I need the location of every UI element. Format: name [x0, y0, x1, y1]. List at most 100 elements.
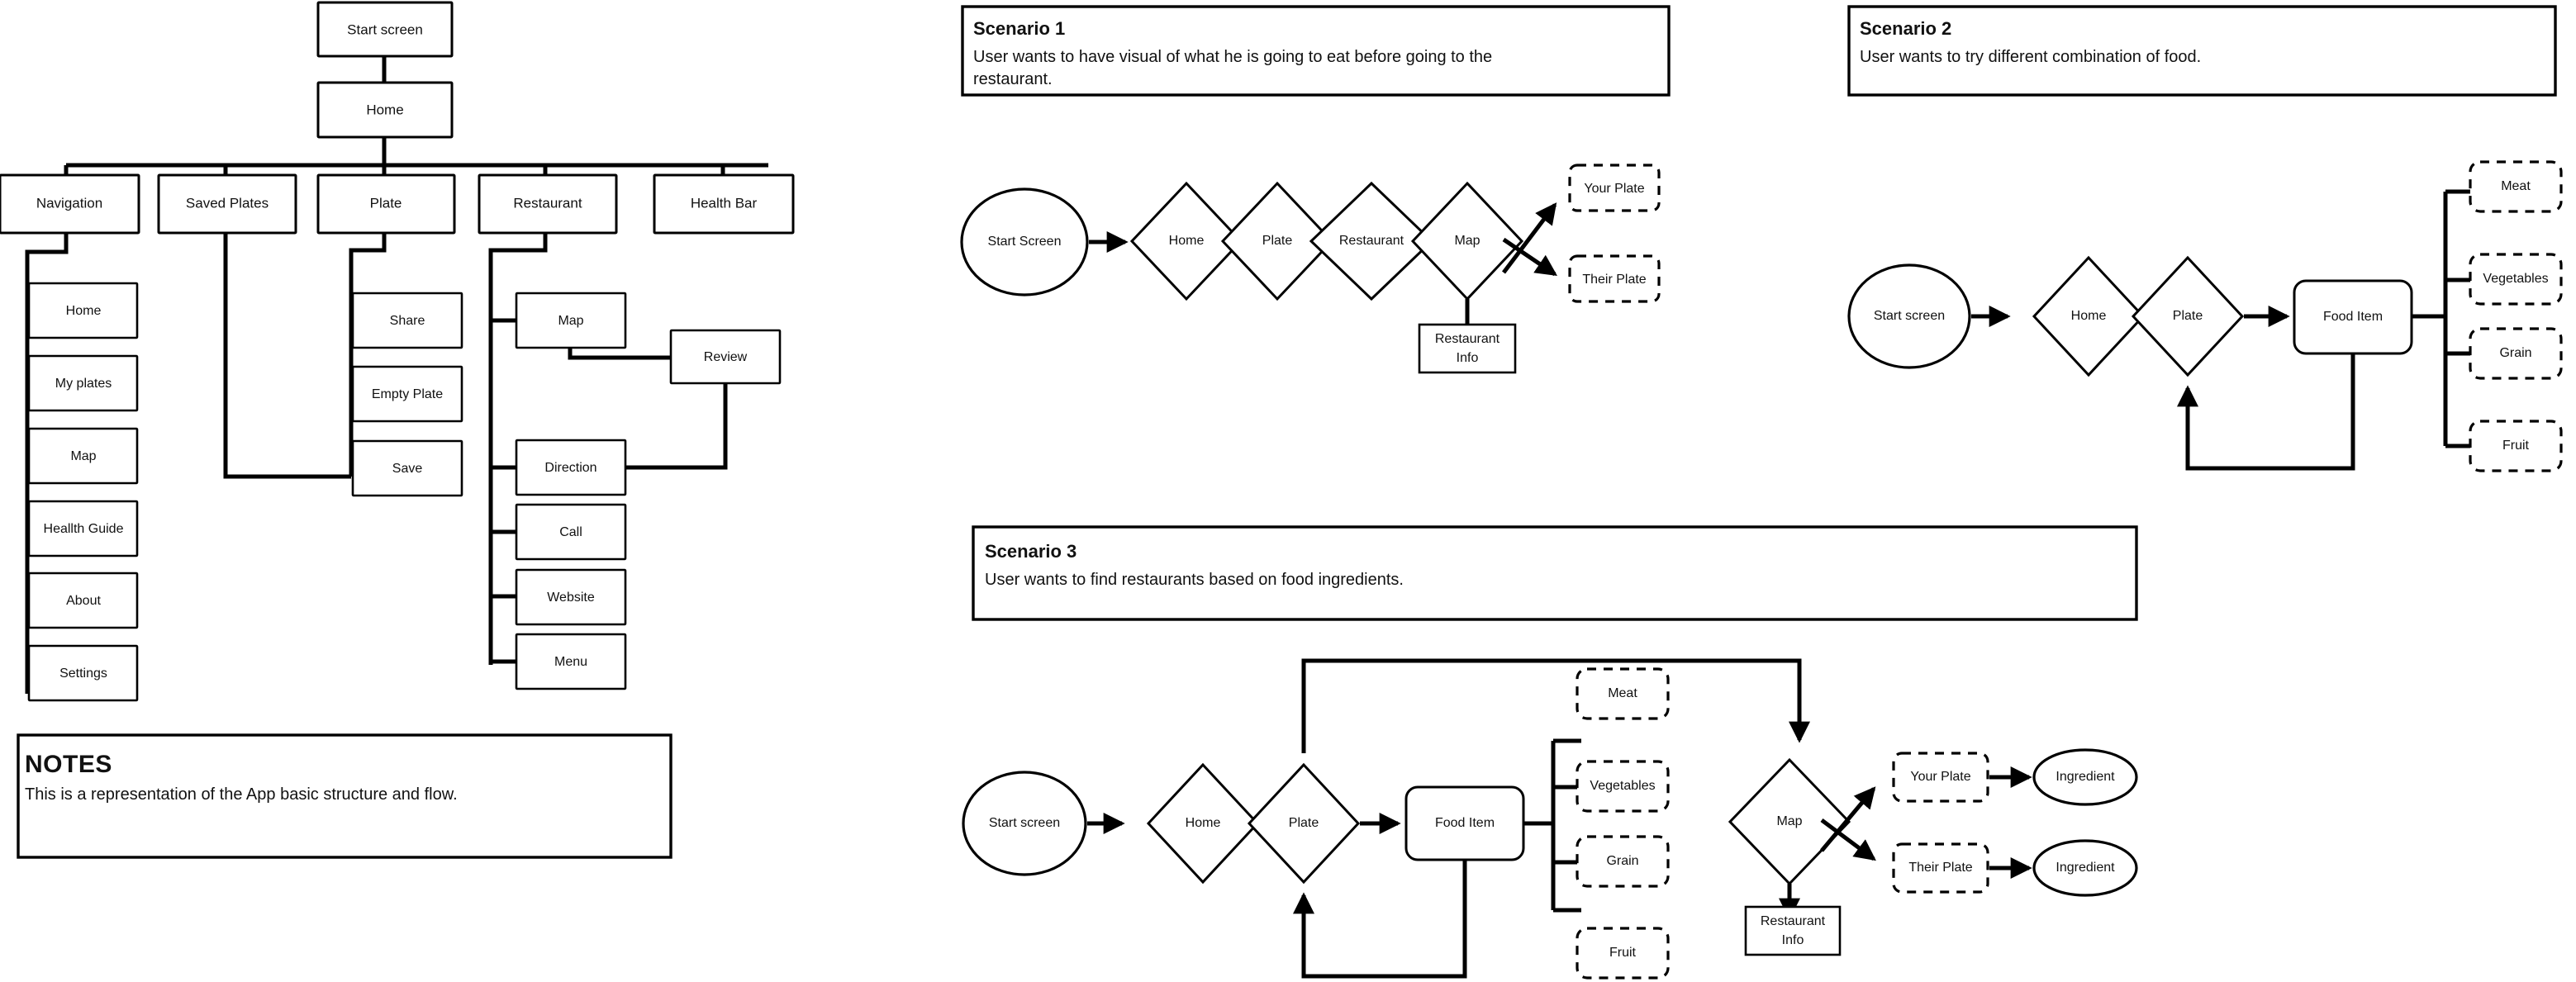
- scenario2-flow: Start screen Home Plate Food Item Meat: [1847, 160, 2563, 472]
- node-rest-website-label: Website: [547, 591, 595, 605]
- node-rest-website[interactable]: Website: [515, 568, 627, 626]
- node-rest-direction-label: Direction: [544, 461, 596, 475]
- s2-vegetables-label: Vegetables: [2483, 272, 2548, 286]
- s3-vegetables-label: Vegetables: [1590, 779, 1655, 793]
- node-nav-health-guide[interactable]: Heallth Guide: [27, 500, 139, 557]
- s3-node-home[interactable]: Home: [1146, 762, 1260, 885]
- scenario3-flow: Start screen Home Plate Food Item Mea: [962, 658, 2138, 980]
- node-nav-my-plates[interactable]: My plates: [27, 354, 139, 412]
- s1-node-your-plate[interactable]: Your Plate: [1568, 164, 1661, 212]
- s3-node-start-screen[interactable]: Start screen: [962, 771, 1087, 876]
- node-navigation-label: Navigation: [36, 195, 102, 211]
- scenario1-panel: Scenario 1 User wants to have visual of …: [961, 5, 1671, 97]
- scenario2-body-line1: User wants to try different combination …: [1860, 48, 2201, 66]
- s3-node-your-plate[interactable]: Your Plate: [1892, 752, 1989, 803]
- s1-map-label: Map: [1454, 234, 1480, 248]
- node-rest-map[interactable]: Map: [515, 292, 627, 349]
- s2-loop-food-item-to-plate: [2177, 353, 2355, 471]
- s1-node-start-screen[interactable]: Start Screen: [960, 187, 1089, 296]
- s3-route-to-map: [1301, 658, 1810, 753]
- node-rest-direction[interactable]: Direction: [515, 439, 627, 496]
- s3-fruit-label: Fruit: [1609, 946, 1637, 960]
- s3-node-map[interactable]: Map: [1728, 757, 1851, 886]
- node-restaurant[interactable]: Restaurant: [478, 173, 618, 235]
- scenario1-flow: Start Screen Home Plate Restaurant Map Y…: [960, 164, 1661, 374]
- s2-node-grain[interactable]: Grain: [2469, 327, 2563, 380]
- s3-node-their-plate[interactable]: Their Plate: [1892, 842, 1989, 894]
- s3-restaurant-info-line1: Restaurant: [1761, 914, 1826, 928]
- connector-review-direction: [621, 382, 728, 470]
- s3-node-ingredient-2[interactable]: Ingredient: [2032, 839, 2138, 897]
- scenario1-title: Scenario 1: [973, 18, 1065, 39]
- node-nav-home[interactable]: Home: [27, 282, 139, 339]
- node-start-screen[interactable]: Start screen: [316, 1, 454, 58]
- s1-node-plate[interactable]: Plate: [1220, 181, 1334, 301]
- node-rest-review-label: Review: [704, 350, 748, 364]
- s2-food-item-label: Food Item: [2323, 310, 2383, 324]
- s3-their-plate-label: Their Plate: [1908, 861, 1972, 875]
- s1-node-restaurant-info[interactable]: Restaurant Info: [1418, 323, 1517, 374]
- notes-title: NOTES: [25, 751, 112, 778]
- s3-node-grain[interactable]: Grain: [1576, 835, 1670, 888]
- node-health-bar-label: Health Bar: [691, 195, 758, 211]
- node-plate-save-label: Save: [392, 462, 423, 476]
- scenario3-title: Scenario 3: [985, 541, 1077, 562]
- s2-node-vegetables[interactable]: Vegetables: [2469, 253, 2563, 306]
- node-nav-about-label: About: [66, 594, 101, 608]
- s1-node-their-plate[interactable]: Their Plate: [1568, 254, 1661, 303]
- node-plate-share-label: Share: [390, 314, 425, 328]
- node-nav-my-plates-label: My plates: [55, 377, 112, 391]
- node-rest-review[interactable]: Review: [669, 329, 782, 385]
- s3-node-restaurant-info[interactable]: Restaurant Info: [1744, 905, 1842, 956]
- node-plate[interactable]: Plate: [316, 173, 456, 235]
- s3-start-screen-label: Start screen: [989, 816, 1060, 830]
- node-plate-save[interactable]: Save: [351, 439, 463, 497]
- s3-arrow-map-to-their-plate: [1820, 818, 1876, 861]
- node-home[interactable]: Home: [316, 81, 454, 139]
- s3-node-ingredient-1[interactable]: Ingredient: [2032, 748, 2138, 806]
- s3-your-plate-label: Your Plate: [1910, 770, 1970, 784]
- sitemap-tree: Start screen Home Navigation Saved Plate…: [0, 1, 795, 702]
- s1-node-restaurant[interactable]: Restaurant: [1309, 181, 1434, 301]
- connector-saved-plates-spine: [223, 234, 351, 479]
- node-navigation[interactable]: Navigation: [0, 173, 140, 235]
- s1-node-home[interactable]: Home: [1129, 181, 1243, 301]
- s3-plate-label: Plate: [1289, 816, 1319, 830]
- s3-node-vegetables[interactable]: Vegetables: [1576, 760, 1670, 813]
- s2-node-fruit[interactable]: Fruit: [2469, 420, 2563, 472]
- scenario1-body-line2: restaurant.: [973, 70, 1053, 88]
- s2-grain-label: Grain: [2499, 346, 2531, 360]
- node-plate-empty-plate[interactable]: Empty Plate: [351, 365, 463, 423]
- s2-node-meat[interactable]: Meat: [2469, 160, 2563, 213]
- scenario3-panel: Scenario 3 User wants to find restaurant…: [972, 525, 2138, 621]
- s2-plate-label: Plate: [2173, 309, 2203, 323]
- s1-home-label: Home: [1169, 234, 1205, 248]
- s2-node-food-item[interactable]: Food Item: [2293, 279, 2413, 355]
- node-restaurant-label: Restaurant: [513, 195, 582, 211]
- s3-node-meat[interactable]: Meat: [1576, 667, 1670, 720]
- s3-meat-label: Meat: [1608, 686, 1637, 700]
- s2-node-start-screen[interactable]: Start screen: [1847, 263, 1971, 369]
- s3-node-plate[interactable]: Plate: [1247, 762, 1361, 885]
- s3-food-item-label: Food Item: [1435, 816, 1495, 830]
- node-health-bar[interactable]: Health Bar: [653, 173, 795, 235]
- s2-node-home[interactable]: Home: [2032, 255, 2146, 377]
- s3-arrow-map-to-your-plate: [1820, 786, 1876, 852]
- s3-node-fruit[interactable]: Fruit: [1576, 927, 1670, 980]
- node-nav-map[interactable]: Map: [27, 427, 139, 485]
- s1-restaurant-label: Restaurant: [1339, 234, 1404, 248]
- node-saved-plates[interactable]: Saved Plates: [157, 173, 297, 235]
- node-plate-share[interactable]: Share: [351, 292, 463, 349]
- scenario2-title: Scenario 2: [1860, 18, 1951, 39]
- s1-plate-label: Plate: [1262, 234, 1293, 248]
- node-nav-home-label: Home: [66, 304, 102, 318]
- node-rest-call[interactable]: Call: [515, 503, 627, 561]
- connector-map-review: [568, 347, 671, 360]
- s2-node-plate[interactable]: Plate: [2131, 255, 2245, 377]
- s3-node-food-item[interactable]: Food Item: [1404, 785, 1525, 861]
- node-rest-menu[interactable]: Menu: [515, 633, 627, 690]
- node-nav-about[interactable]: About: [27, 572, 139, 629]
- s1-their-plate-label: Their Plate: [1582, 273, 1646, 287]
- node-rest-call-label: Call: [559, 525, 582, 539]
- node-nav-settings[interactable]: Settings: [27, 644, 139, 702]
